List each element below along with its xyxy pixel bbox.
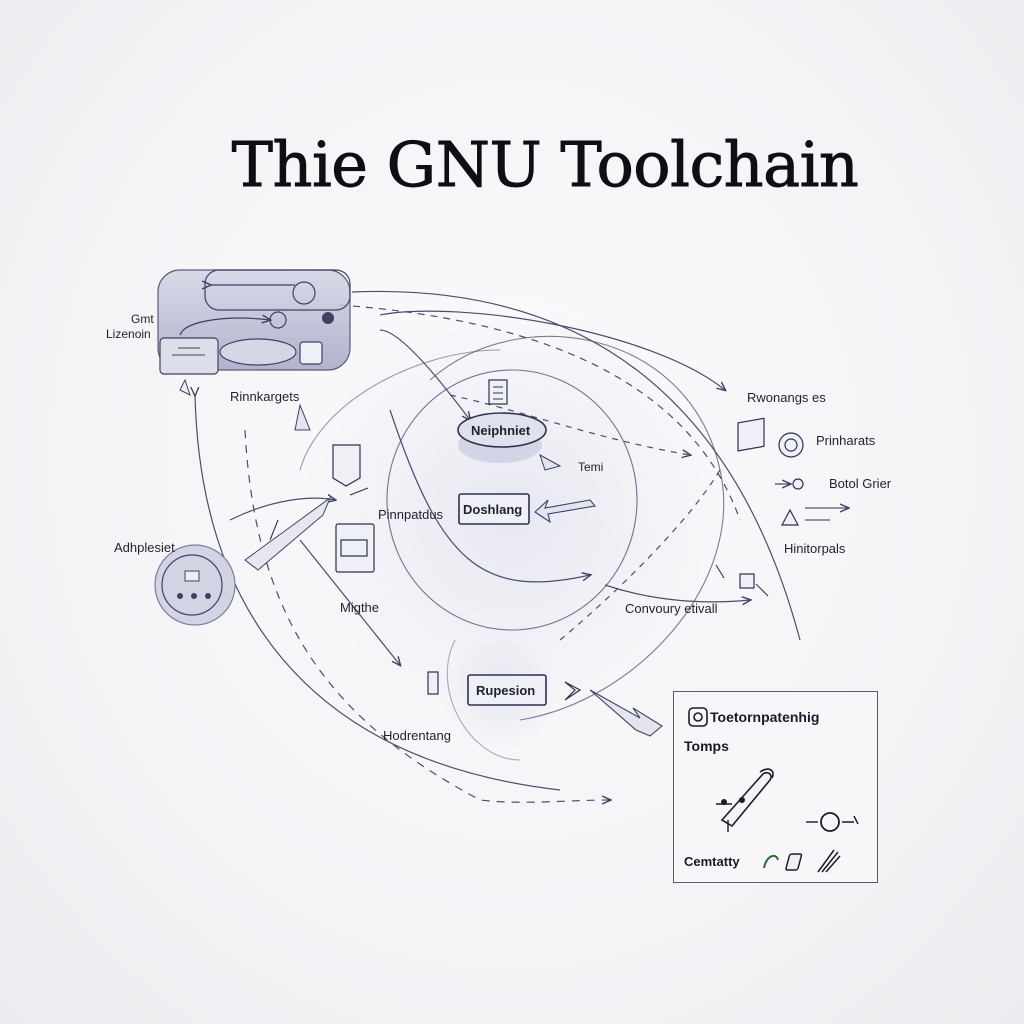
legend-footer: Cemtatty (684, 854, 740, 869)
label-migthe: Migthe (340, 600, 380, 615)
label-temi: Temi (578, 460, 604, 474)
label-pinnpatdus: Pinnpatdus (378, 507, 444, 522)
legend-subtitle: Tomps (684, 738, 729, 754)
label-lizenoin: Lizenoin (106, 327, 151, 341)
device-icons (332, 417, 804, 701)
legend-title: Toetornpatenhig (710, 709, 820, 725)
label-adhplesiet: Adhplesiet (114, 540, 175, 555)
rupesion-node[interactable] (467, 674, 547, 706)
label-rupesion[interactable]: Rupesion (476, 683, 536, 698)
label-hodrentang: Hodrentang (383, 728, 451, 743)
label-doshlang[interactable]: Doshlang (463, 502, 523, 517)
label-hinitorpals: Hinitorpals (784, 541, 846, 556)
legend-panel: Toetornpatenhig Tomps Cemtatty (673, 691, 878, 883)
label-rinnkargets: Rinnkargets (230, 389, 300, 404)
block-arrows (244, 403, 663, 737)
orbit-rings (299, 335, 725, 761)
linker-circle[interactable] (154, 544, 236, 626)
hook-icon (763, 849, 841, 873)
gear-icon (688, 707, 708, 727)
wrench-icon (716, 768, 774, 832)
label-botol-grier: Botol Grier (829, 476, 892, 491)
label-rwonangs: Rwonangs es (747, 390, 826, 405)
doshlang-node[interactable] (458, 493, 530, 525)
ring-icon (806, 812, 859, 832)
label-gmt: Gmt (131, 312, 154, 326)
label-convoury: Convoury etivall (625, 601, 718, 616)
neiphniet-node[interactable] (457, 379, 547, 463)
label-neiphniet[interactable]: Neiphniet (471, 423, 531, 438)
flow-curves (195, 290, 801, 802)
tick-marks (269, 484, 848, 597)
diagram-title: Thie GNU Toolchain (231, 128, 859, 202)
compiler-group[interactable] (157, 269, 351, 396)
label-prinharats: Prinharats (816, 433, 876, 448)
